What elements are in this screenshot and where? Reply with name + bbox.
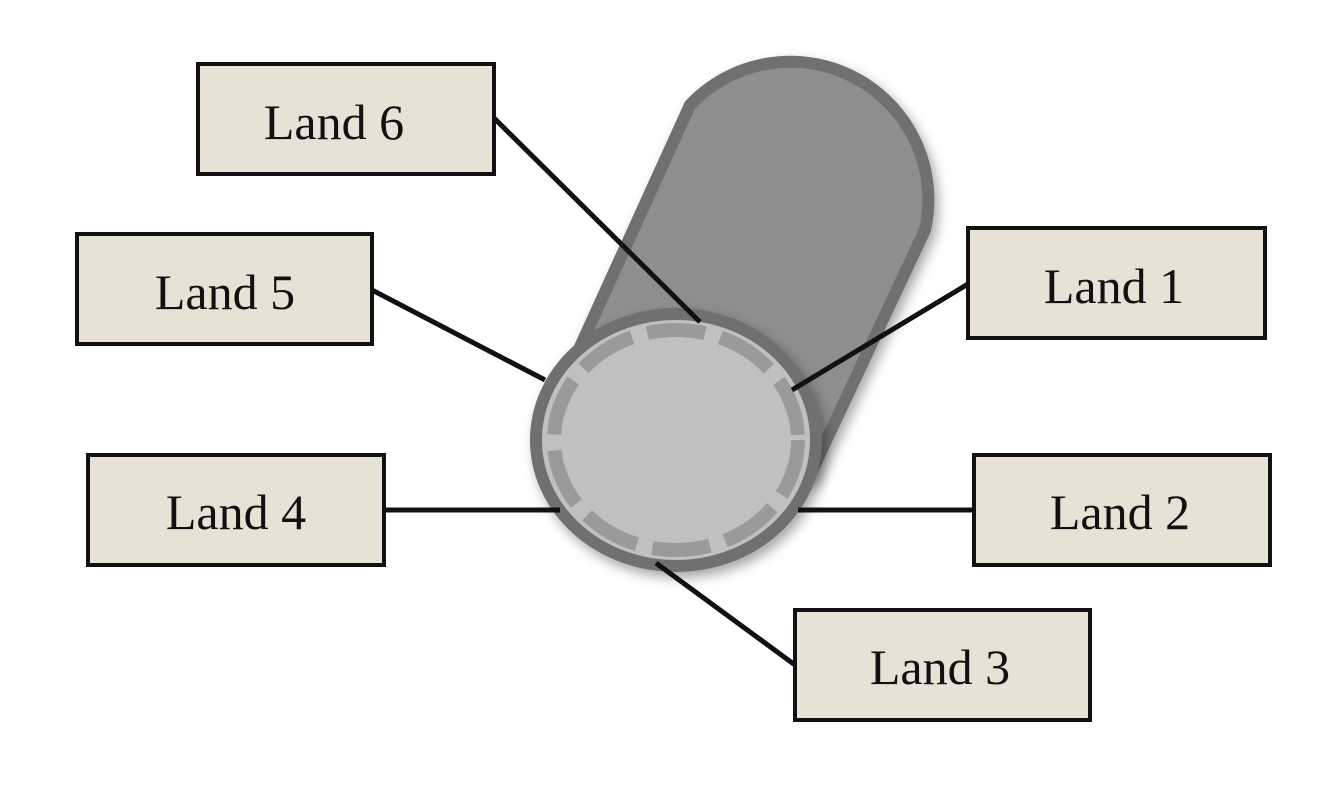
label-text-land6: Land 6	[264, 94, 404, 150]
leader-line-land6	[492, 116, 702, 324]
label-box-land6	[196, 62, 496, 176]
label-land1: Land 1	[966, 226, 1267, 340]
label-text-land5: Land 5	[155, 264, 295, 320]
label-box-land1	[966, 226, 1267, 340]
label-land2: Land 2	[972, 453, 1272, 567]
label-text-land4: Land 4	[166, 484, 306, 540]
leader-line-land5	[370, 287, 547, 383]
label-text-land3: Land 3	[870, 639, 1010, 695]
leader-line-land1	[790, 281, 970, 393]
label-box-land5	[75, 232, 374, 346]
label-box-land2	[972, 453, 1272, 567]
land-segments-ring	[547, 323, 805, 557]
cylinder-end-cap	[530, 308, 822, 572]
label-land6: Land 6	[196, 62, 496, 176]
label-box-land3	[793, 608, 1092, 722]
leader-line-land3	[654, 560, 797, 668]
label-land3: Land 3	[793, 608, 1092, 722]
label-text-land1: Land 1	[1044, 258, 1184, 314]
label-text-land2: Land 2	[1050, 484, 1190, 540]
label-box-land4	[86, 453, 386, 567]
label-land5: Land 5	[75, 232, 374, 346]
label-land4: Land 4	[86, 453, 386, 567]
